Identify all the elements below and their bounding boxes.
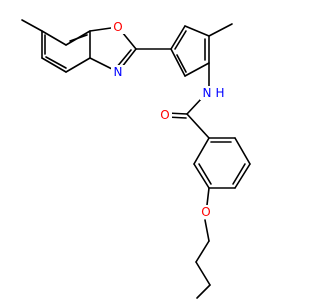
bond [65, 57, 91, 73]
bond [193, 137, 210, 165]
atom-label-text: N [203, 86, 212, 100]
bond [21, 19, 43, 32]
bond [41, 57, 67, 73]
bond [170, 25, 186, 50]
bond [186, 97, 203, 115]
bond [170, 48, 186, 77]
bond [196, 284, 211, 299]
atom-labels: O N N H O O [111, 20, 226, 219]
atom-label-text: H [215, 86, 224, 100]
bond [184, 25, 210, 37]
bond [206, 187, 210, 206]
bond [198, 163, 212, 185]
atom-label-text: O [201, 205, 210, 219]
bond [195, 240, 210, 263]
carbonyl-oxygen-label: O [158, 108, 172, 122]
ether-oxygen-label: O [199, 205, 213, 219]
bond [204, 219, 210, 242]
bond [186, 113, 210, 139]
oxazole-nitrogen-label: N [111, 65, 125, 79]
bond [45, 56, 67, 69]
amide-nitrogen-label: N [200, 86, 214, 100]
bond [69, 34, 88, 42]
molecule-structure: O N N H O O [21, 19, 251, 299]
bond [208, 23, 233, 37]
bond [193, 163, 210, 189]
bond [184, 62, 210, 77]
bond [234, 163, 251, 189]
atom-label-text: N [114, 65, 123, 79]
bond [195, 261, 211, 286]
bond [174, 30, 187, 50]
atom-label-text: O [160, 108, 169, 122]
bond [176, 54, 187, 73]
bond-lines [21, 19, 251, 299]
bond [234, 137, 251, 165]
atom-label-text: O [113, 20, 122, 34]
bond [41, 30, 67, 46]
oxazole-oxygen-label: O [111, 20, 125, 34]
bond [232, 163, 246, 185]
amide-hydrogen-label: H [214, 86, 226, 100]
